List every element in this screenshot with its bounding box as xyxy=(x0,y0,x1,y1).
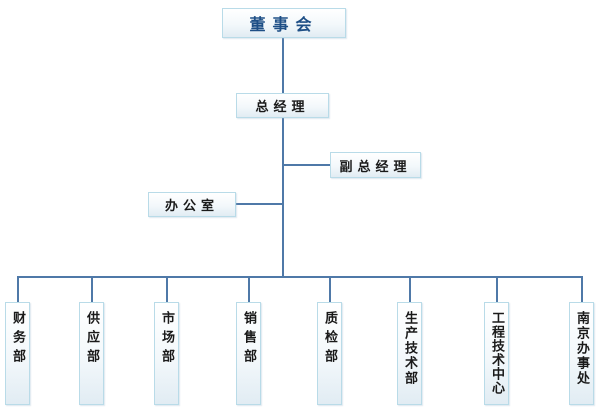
node-deputy-general-manager: 副总经理 xyxy=(330,152,421,178)
department-label: 市场部 xyxy=(159,311,174,368)
connector-trunk xyxy=(282,117,284,278)
node-board: 董事会 xyxy=(222,8,346,38)
node-department-sales: 销售部 xyxy=(236,302,261,405)
department-label: 财务部 xyxy=(10,311,25,368)
connector-dept-1 xyxy=(17,277,19,302)
department-label: 销售部 xyxy=(241,311,256,368)
connector-dept-4 xyxy=(248,277,250,302)
node-department-engineering-center: 工程技术中心 xyxy=(484,302,509,405)
node-department-production-tech: 生产技术部 xyxy=(397,302,422,405)
node-office: 办公室 xyxy=(148,192,236,217)
connector-board-to-gm xyxy=(282,37,284,93)
node-general-manager: 总经理 xyxy=(236,93,329,118)
node-office-label: 办公室 xyxy=(164,199,219,214)
node-department-finance: 财务部 xyxy=(5,302,30,405)
department-label: 南京办事处 xyxy=(574,311,589,386)
connector-office xyxy=(236,203,282,205)
department-label: 供应部 xyxy=(84,311,99,368)
node-department-nanjing-office: 南京办事处 xyxy=(569,302,594,405)
connector-dept-2 xyxy=(91,277,93,302)
connector-dept-6 xyxy=(409,277,411,302)
node-department-quality: 质检部 xyxy=(317,302,342,405)
node-general-manager-label: 总经理 xyxy=(255,100,310,115)
connector-dept-7 xyxy=(496,277,498,302)
node-board-label: 董事会 xyxy=(249,15,319,34)
node-deputy-general-manager-label: 副总经理 xyxy=(339,159,412,175)
department-label: 生产技术部 xyxy=(402,311,417,386)
connector-department-bus xyxy=(17,276,583,278)
connector-dept-5 xyxy=(329,277,331,302)
department-label: 质检部 xyxy=(322,311,337,368)
connector-dept-3 xyxy=(166,277,168,302)
node-department-marketing: 市场部 xyxy=(154,302,179,405)
department-label: 工程技术中心 xyxy=(489,311,504,395)
node-department-supply: 供应部 xyxy=(79,302,104,405)
connector-dept-8 xyxy=(581,277,583,302)
connector-deputy xyxy=(284,164,330,166)
